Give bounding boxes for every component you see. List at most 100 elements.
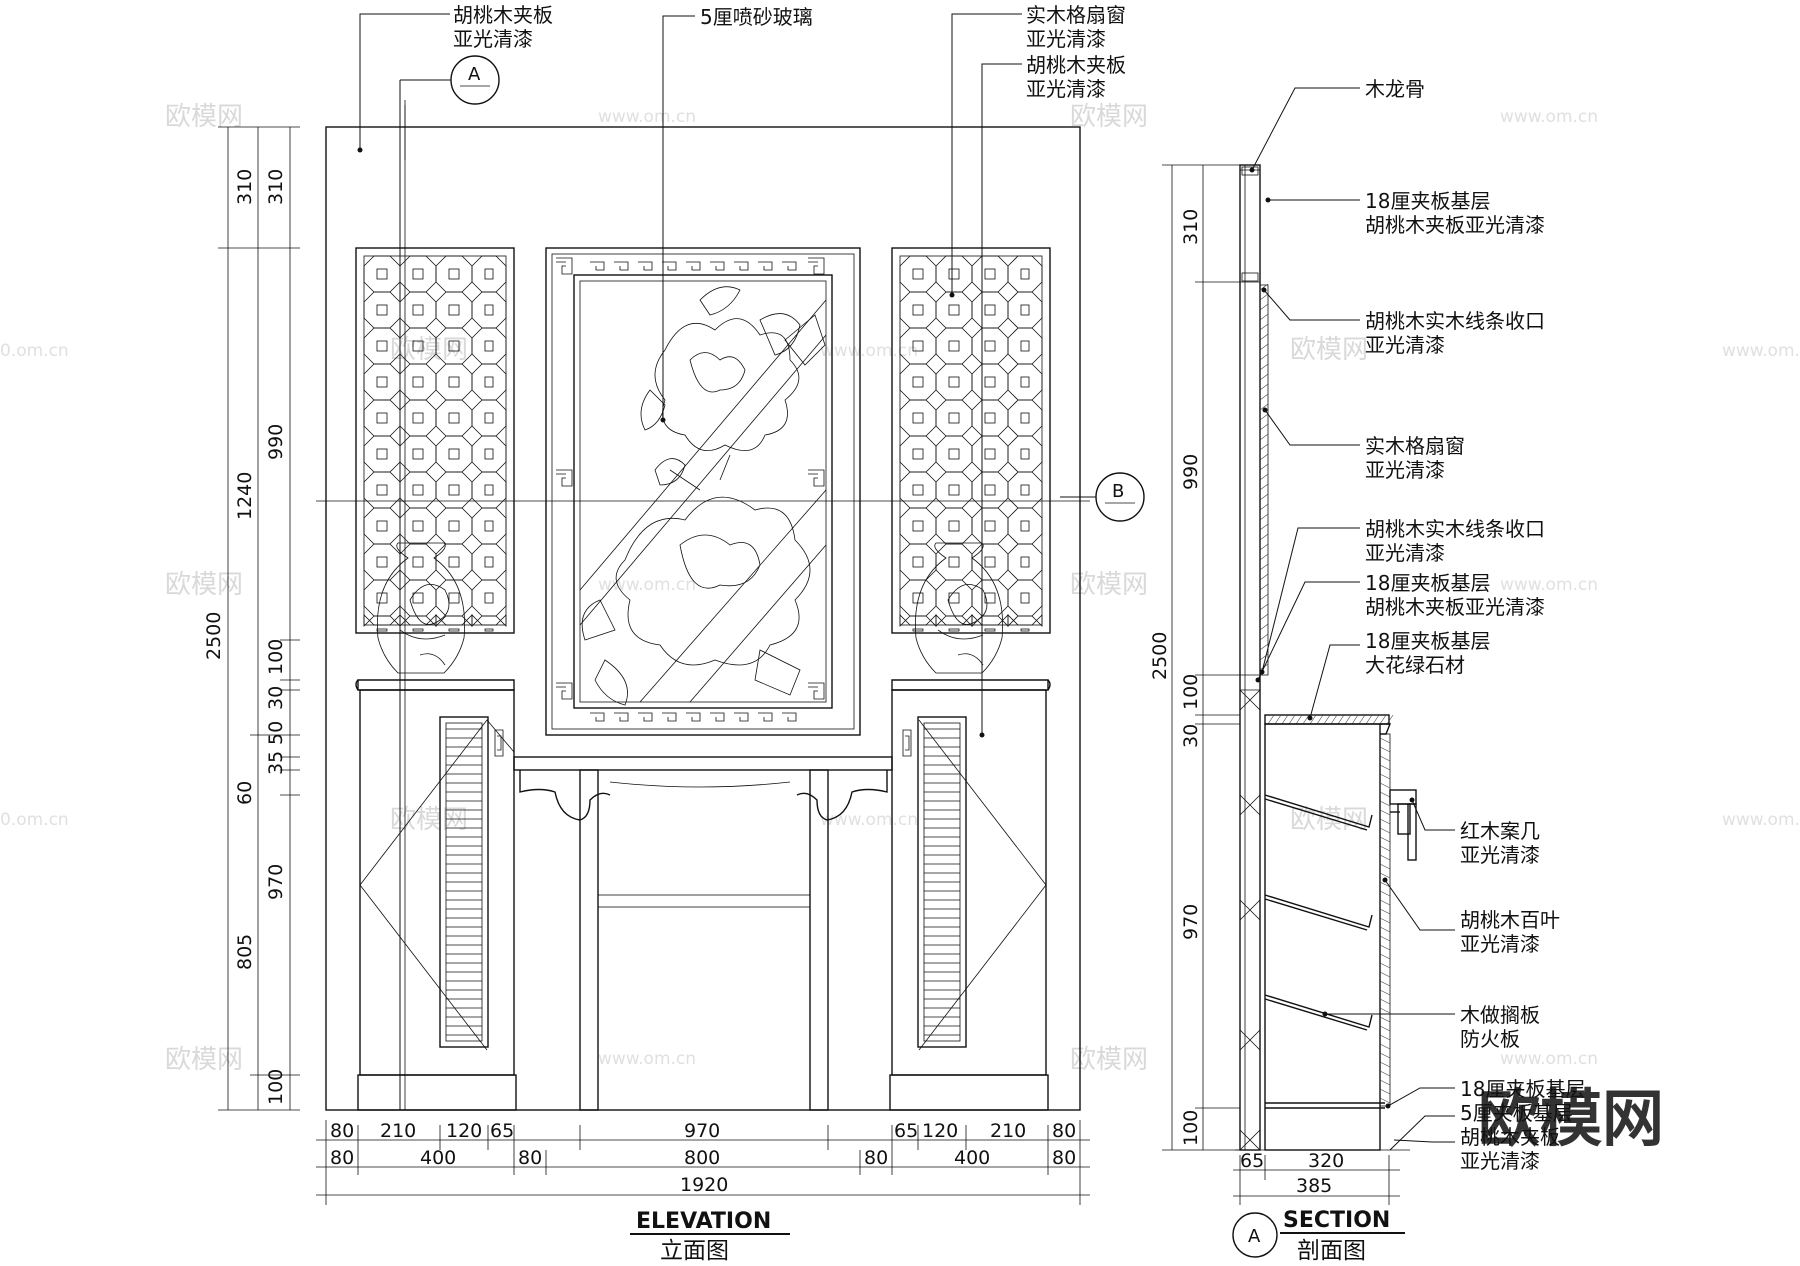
section-callout-3-line2: 亚光清漆 <box>1365 333 1445 357</box>
watermarks: 欧模网 www.om.cn 欧模网 www.om.cn 0.om.cn 欧模网 … <box>0 102 1800 1155</box>
dim-v-inner: 35 <box>265 751 287 775</box>
dim-v-outer-total: 2500 <box>203 612 225 660</box>
section-horizontal-dimensions: 65 320 385 <box>1233 1150 1400 1205</box>
dim-v-mid: 1240 <box>234 472 256 520</box>
watermark-logo: 欧模网 <box>1070 102 1148 132</box>
section-callout-8-line1: 红木案几 <box>1460 819 1540 843</box>
svg-text:A: A <box>468 64 481 85</box>
dim-v-inner: 50 <box>265 721 287 745</box>
section-callout-7-line1: 18厘夹板基层 <box>1365 629 1490 653</box>
dim-v-mid: 805 <box>234 934 256 970</box>
dim-v-inner: 60 <box>234 781 256 805</box>
section-wall <box>1239 164 1261 1151</box>
dim-v-mid: 310 <box>234 169 256 205</box>
elevation-title-block: ELEVATION 立面图 <box>630 1209 790 1264</box>
svg-text:B: B <box>1112 481 1124 502</box>
section-dim-v: 970 <box>1180 904 1202 940</box>
callout-walnut-panel-line2: 亚光清漆 <box>453 27 533 51</box>
callout-walnut-panel-right-line1: 胡桃木夹板 <box>1026 53 1126 77</box>
watermark-url: www.om.cn <box>1722 341 1800 361</box>
watermark-logo: 欧模网 <box>1070 570 1148 600</box>
watermark-url: 0.om.cn <box>0 341 69 361</box>
section-shelves <box>1264 794 1385 1109</box>
dim-v-inner: 970 <box>265 864 287 900</box>
elevation-title: ELEVATION <box>636 1209 771 1234</box>
dim-h-row1: 120 <box>446 1120 482 1142</box>
section-callout-4-line1: 实木格扇窗 <box>1365 434 1465 458</box>
elevation-view: A B 胡桃木夹板 亚光清漆 5厘喷砂玻璃 实木格扇窗 亚光清漆 胡桃木夹板 <box>203 3 1145 1264</box>
dim-h-row2: 800 <box>684 1147 720 1169</box>
section-dim-v: 30 <box>1180 724 1202 748</box>
section-callout-6-line2: 胡桃木夹板亚光清漆 <box>1365 595 1545 619</box>
callout-walnut-panel-line1: 胡桃木夹板 <box>453 3 553 27</box>
watermark-url: www.om.cn <box>820 341 918 361</box>
elevation-horizontal-dimensions: 80 210 120 65 970 65 120 210 80 80 400 8… <box>316 1120 1090 1205</box>
dim-h-row1: 970 <box>684 1120 720 1142</box>
section-dim-v-total: 2500 <box>1149 632 1171 680</box>
section-callout-11-line3: 胡桃木夹板 <box>1460 1125 1560 1149</box>
section-marker-a: A <box>399 55 500 1110</box>
dim-h-row1: 65 <box>894 1120 918 1142</box>
dim-h-row1: 210 <box>990 1120 1026 1142</box>
watermark-logo: 欧模网 <box>165 102 243 132</box>
watermark-url: 0.om.cn <box>0 810 69 830</box>
section-subtitle: 剖面图 <box>1297 1238 1366 1264</box>
dim-v-inner: 990 <box>265 424 287 460</box>
watermark-url: www.om.cn <box>598 1049 696 1069</box>
callout-lattice-window-line1: 实木格扇窗 <box>1026 3 1126 27</box>
section-callout-10-line2: 防火板 <box>1460 1027 1520 1051</box>
section-title-block: A SECTION 剖面图 <box>1232 1208 1405 1264</box>
section-callout-8-line2: 亚光清漆 <box>1460 843 1540 867</box>
dim-h-row1: 80 <box>330 1120 354 1142</box>
dim-h-row1: 65 <box>490 1120 514 1142</box>
section-callout-9-line2: 亚光清漆 <box>1460 932 1540 956</box>
section-view: 木龙骨 18厘夹板基层 胡桃木夹板亚光清漆 胡桃木实木线条收口 亚光清漆 实木格… <box>1149 77 1585 1264</box>
section-dim-v: 100 <box>1180 1110 1202 1146</box>
elevation-callouts: 胡桃木夹板 亚光清漆 5厘喷砂玻璃 实木格扇窗 亚光清漆 胡桃木夹板 亚光清漆 <box>357 3 1126 738</box>
dim-v-inner: 30 <box>265 686 287 710</box>
elevation-subtitle: 立面图 <box>660 1238 729 1264</box>
section-dim-h-total: 385 <box>1296 1175 1332 1197</box>
frosted-glass-panel <box>545 247 861 736</box>
dim-v-inner: 100 <box>265 639 287 675</box>
watermark-logo: 欧模网 <box>1290 335 1368 365</box>
elevation-vertical-dimensions: 2500 310 1240 805 310 990 100 30 50 35 6… <box>203 126 300 1111</box>
elevation-outline <box>325 126 1081 1111</box>
left-lattice-window <box>355 247 515 634</box>
section-title: SECTION <box>1283 1208 1390 1233</box>
dim-h-row2: 400 <box>954 1147 990 1169</box>
section-cabinet <box>1264 723 1381 1151</box>
section-dim-v: 990 <box>1180 454 1202 490</box>
dim-v-inner: 310 <box>265 169 287 205</box>
watermark-url: www.om.cn <box>1722 810 1800 830</box>
watermark-url: www.om.cn <box>820 810 918 830</box>
dim-h-row1: 120 <box>922 1120 958 1142</box>
dim-v-inner: 100 <box>265 1069 287 1105</box>
section-callouts: 木龙骨 18厘夹板基层 胡桃木夹板亚光清漆 胡桃木实木线条收口 亚光清漆 实木格… <box>1249 77 1585 1173</box>
section-callout-3-line1: 胡桃木实木线条收口 <box>1365 309 1545 333</box>
dim-h-row2: 400 <box>420 1147 456 1169</box>
callout-frosted-glass: 5厘喷砂玻璃 <box>700 5 813 29</box>
section-callout-1-line1: 木龙骨 <box>1365 77 1425 101</box>
right-lattice-window <box>891 247 1051 634</box>
watermark-url: www.om.cn <box>1500 575 1598 595</box>
corner-logo: 欧模网 <box>1478 1082 1664 1155</box>
section-marker-b: B <box>1060 472 1145 522</box>
dim-h-total: 1920 <box>680 1174 728 1196</box>
section-vertical-dimensions: 2500 310 990 100 30 970 100 <box>1149 164 1240 1151</box>
section-callout-2-line1: 18厘夹板基层 <box>1365 189 1490 213</box>
section-callout-11-line4: 亚光清漆 <box>1460 1149 1540 1173</box>
section-callout-10-line1: 木做搁板 <box>1460 1003 1540 1027</box>
dim-h-row1: 80 <box>1052 1120 1076 1142</box>
watermark-logo: 欧模网 <box>165 1045 243 1075</box>
dim-h-row2: 80 <box>518 1147 542 1169</box>
section-callout-9-line1: 胡桃木百叶 <box>1460 908 1560 932</box>
center-console-table <box>513 756 893 1111</box>
dim-h-row2: 80 <box>1052 1147 1076 1169</box>
section-marker-label: A <box>1248 1226 1261 1247</box>
section-dim-v: 310 <box>1180 209 1202 245</box>
dim-h-row1: 210 <box>380 1120 416 1142</box>
section-callout-4-line2: 亚光清漆 <box>1365 458 1445 482</box>
watermark-url: www.om.cn <box>1500 1049 1598 1069</box>
